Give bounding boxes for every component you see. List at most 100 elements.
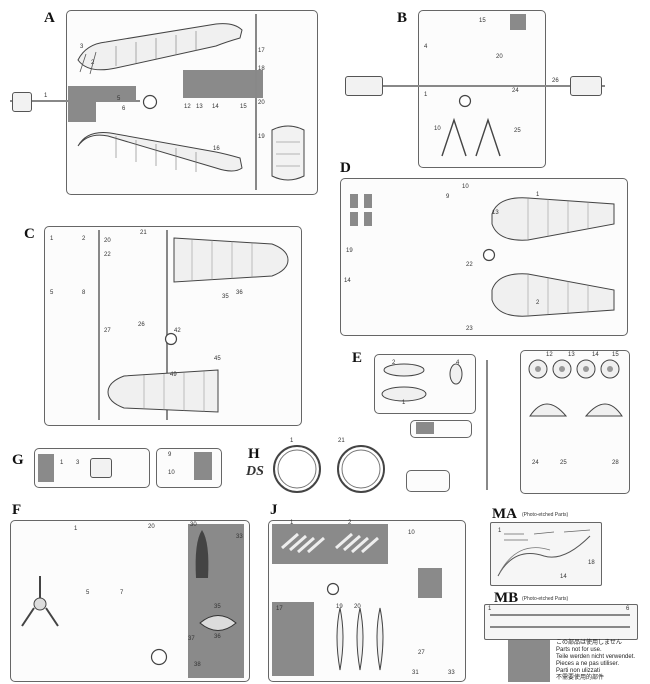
sprue-e-label: E [352,350,363,366]
sprue-c-part-49: 49 [170,372,177,378]
sprue-f-part-5: 5 [86,590,90,596]
sprue-e-frame-1 [374,354,476,414]
sprue-a-hub-circle [142,94,158,110]
sprue-j-label: J [270,502,278,518]
sprue-c-part-1: 1 [50,236,54,242]
sprue-a-part-13: 13 [196,104,203,110]
sprue-a-part-17: 17 [258,48,265,54]
sprue-f-propeller [21,576,59,627]
sprue-c-vertical-1 [98,230,100,420]
sprue-b-part-10: 10 [434,126,441,132]
sprue-b-part-15: 15 [479,18,486,24]
sprue-b-part-1: 1 [424,92,428,98]
sprue-d-unused-block-2 [364,194,372,208]
sprue-d-part-14: 14 [344,278,351,284]
sprue-e-part-28: 28 [612,460,619,466]
sprue-a-part-14: 14 [212,104,219,110]
sprue-e-part-2: 2 [392,360,396,366]
sprue-c-wing-lower [107,369,219,413]
sprue-d-part-10: 10 [462,184,469,190]
sprue-a-part-20: 20 [258,100,265,106]
sprue-h-canopy-ring-2 [337,445,385,493]
legend-line-it: Parti non ulizzati [556,668,601,674]
legend-line-de: Teile werden nicht verwendet. [556,654,636,660]
sprue-h-label: H [248,446,260,462]
sprue-a-fuselage-lower [77,132,243,172]
sprue-h-part-21: 21 [338,438,345,444]
legend-line-en: Parts not for use. [556,647,602,653]
sprue-a-part-16: 16 [213,146,220,152]
sprue-c-vertical-2 [166,230,168,420]
sprue-f-part-30: 30 [190,522,197,528]
sprue-e-part-4: 4 [456,360,460,366]
sprue-b-runner [345,85,605,87]
sprue-d-part-13: 13 [492,210,499,216]
sprue-d-unused-block-4 [364,212,372,226]
sprue-j-unused-block-3 [272,602,314,676]
photo-etch-ma-part-1: 1 [498,528,502,534]
sprue-b-frame [418,10,546,168]
sprue-f-part-38: 38 [194,662,201,668]
sprue-j-exhausts [281,532,379,554]
sprue-e-wheels [528,359,620,379]
sprue-b-left-tag [345,76,383,96]
sprue-j-part-1: 1 [290,520,294,526]
photo-etch-mb-part-6: 6 [626,606,630,612]
sprue-g-part-10: 10 [168,470,175,476]
sprue-j-propeller-blades [336,607,384,671]
sprue-f-part-33: 33 [236,534,243,540]
sprue-g-part-3: 3 [76,460,80,466]
sprue-d-part-22: 22 [466,262,473,268]
sprue-c-label: C [24,226,35,242]
photo-etch-mb-strip-2 [490,626,630,628]
sprue-g-frame-2 [156,448,222,488]
photo-etch-ma-frame [490,522,602,586]
sprue-c-part-41: 42 [174,328,181,334]
sprue-j-unused-block-2 [418,568,442,598]
sprue-d-unused-block-3 [350,212,358,226]
sprue-d-part-23: 23 [466,326,473,332]
sprue-g-unused-block-2 [194,452,212,480]
sprue-d-hub-circle [482,248,496,262]
sprue-a-label: A [44,10,55,26]
sprue-a-engine-cowl [271,125,305,181]
sprue-f-bomb-2 [199,615,237,631]
sprue-j-part-19: 19 [336,604,343,610]
sprue-f-part-37: 37 [188,636,195,642]
sprue-e-part-24: 24 [532,460,539,466]
sprue-b-part-24: 24 [512,88,519,94]
sprue-f-part-1: 1 [74,526,78,532]
photo-etch-mb-label: MB [494,590,519,606]
sprue-c-part-26: 26 [138,322,145,328]
sprue-j-part-2: 2 [348,520,352,526]
sprue-h-canopy-ring-1 [273,445,321,493]
sprue-d-wing-lower [491,273,615,317]
sprue-j-part-17: 17 [276,606,283,612]
sprue-a-part-2: 2 [91,60,95,66]
sprue-d-part-2: 2 [536,300,540,306]
ds-logo: DS [246,464,264,479]
photo-etch-ma-note: (Photo-etched Parts) [522,512,569,518]
sprue-f-bomb-1 [195,530,209,578]
sprue-e-part-25: 25 [560,460,567,466]
sprue-e-part-14: 14 [592,352,599,358]
sprue-j-part-10: 10 [408,530,415,536]
sprue-b-part-25: 25 [514,128,521,134]
sprue-e-runner [486,360,488,490]
photo-etch-mb-strip-1 [490,614,630,616]
sprue-d-unused-block-1 [350,194,358,208]
sprue-e-drop-tanks [381,363,463,402]
sprue-h-part-1: 1 [290,438,294,444]
sprue-b-part-4: 4 [424,44,428,50]
sprue-c-part-21: 21 [140,230,147,236]
sprue-c-part-2: 2 [82,236,86,242]
sprue-c-part-20: 20 [104,238,111,244]
sprue-a-part-19: 19 [258,134,265,140]
sprue-g-part-1: 1 [60,460,64,466]
photo-etch-mb-frame [484,604,638,640]
sprue-b-unused-block [510,14,526,30]
sprue-d-part-9: 9 [446,194,450,200]
sprue-b-part-20: 20 [496,54,503,60]
sprue-e-unused-block [416,422,434,434]
sprue-a-part-5: 5 [117,96,121,102]
